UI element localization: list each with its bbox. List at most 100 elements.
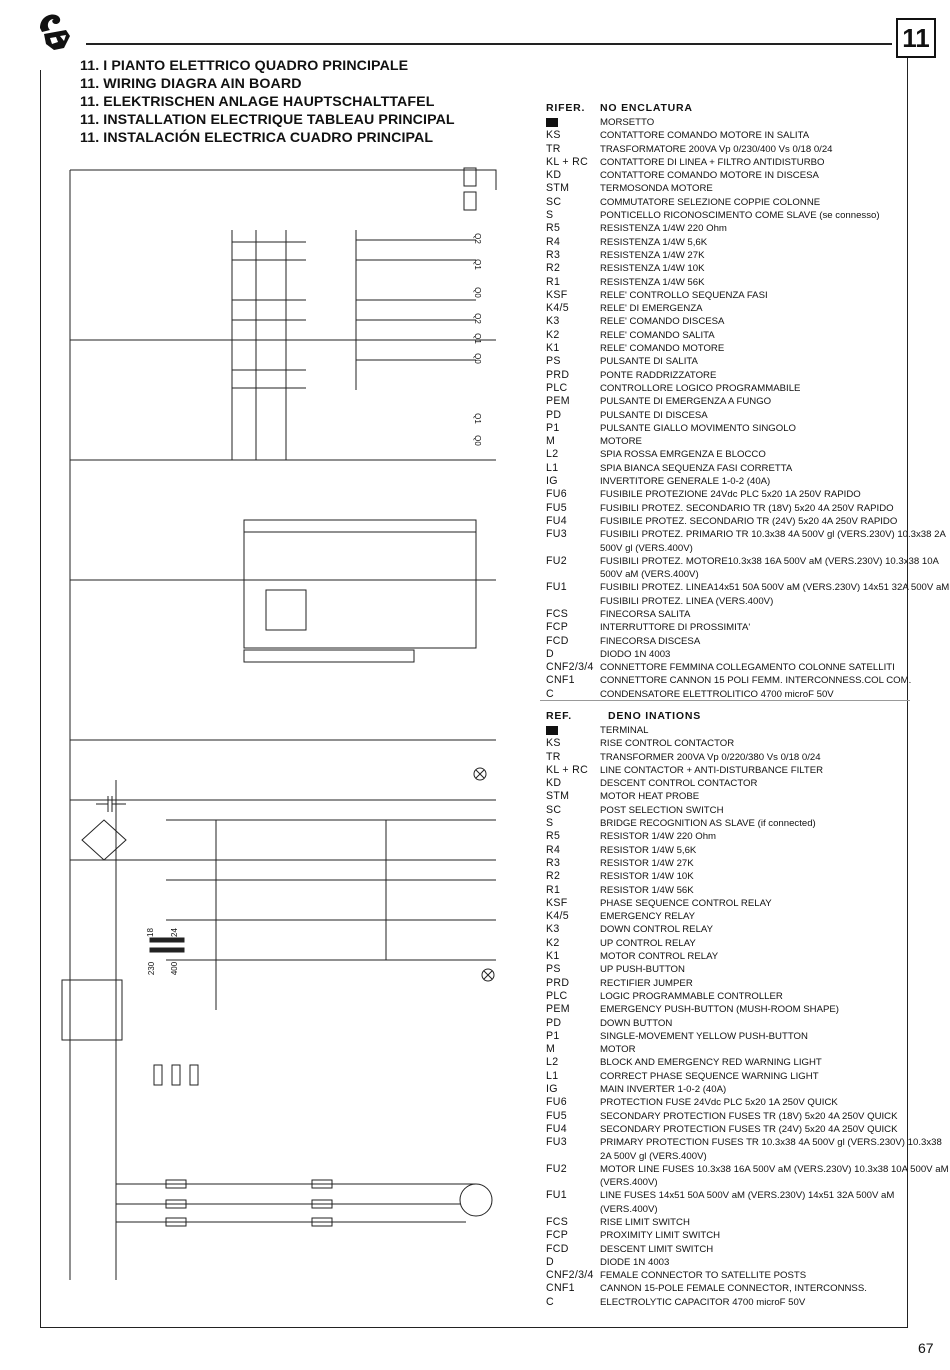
legend-code: PEM: [546, 395, 570, 408]
legend-description: RESISTENZA 1/4W 5,6K: [600, 236, 708, 248]
legend-description: PONTE RADDRIZZATORE: [600, 369, 717, 381]
plc-module: [243, 519, 477, 663]
legend-code: L2: [546, 448, 559, 461]
legend-description: PRIMARY PROTECTION FUSES TR 10.3x38 4A 5…: [600, 1137, 942, 1162]
legend-code: SC: [546, 195, 562, 208]
legend-code: FU1: [546, 581, 567, 594]
legend-code: KSF: [546, 288, 568, 301]
legend-code: FU6: [546, 488, 567, 501]
legend-description: PHASE SEQUENCE CONTROL RELAY: [600, 897, 772, 909]
plc-output-label: Q0: [472, 353, 482, 364]
legend-code: P1: [546, 1029, 560, 1042]
legend-code: FU2: [546, 1162, 567, 1175]
legend-description: RELE' CONTROLLO SEQUENZA FASI: [600, 289, 768, 301]
legend-row: FCS RISE LIMIT SWITCH: [546, 1216, 946, 1229]
legend-code: K1: [546, 950, 560, 963]
legend-description: RESISTOR 1/4W 5,6K: [600, 844, 697, 856]
legend-code: KS: [546, 737, 561, 750]
legend-code: R3: [546, 856, 561, 869]
legend-description: CONNETTORE FEMMINA COLLEGAMENTO COLONNE …: [600, 662, 895, 674]
legend-description: SINGLE-MOVEMENT YELLOW PUSH-BUTTON: [600, 1030, 808, 1042]
legend-description: RISE LIMIT SWITCH: [600, 1216, 690, 1228]
legend-description: MOTOR HEAT PROBE: [600, 791, 700, 803]
legend-code: D: [546, 647, 554, 660]
legend-description: CONTATTORE COMANDO MOTORE IN SALITA: [600, 130, 810, 142]
legend-code: K1: [546, 342, 560, 355]
legend-code: PLC: [546, 381, 568, 394]
legend-description: FUSIBILI PROTEZ. MOTORE10.3x38 16A 500V …: [600, 555, 939, 581]
legend-description: FINECORSA DISCESA: [600, 635, 701, 647]
legend-description: PROTECTION FUSE 24Vdc PLC 5x20 1A 250V Q…: [600, 1097, 838, 1109]
legend-code: FU6: [546, 1096, 567, 1109]
legend-code: [546, 116, 600, 129]
legend-code: K2: [546, 328, 560, 341]
legend-description: PULSANTE GIALLO MOVIMENTO SINGOLO: [600, 422, 797, 434]
legend-header-code: REF.: [546, 710, 572, 722]
legend-code: L1: [546, 461, 559, 474]
legend-code: K4/5: [546, 910, 569, 923]
page-number: 67: [918, 1340, 934, 1356]
legend-description: FUSIBILI PROTEZ. SECONDARIO TR (18V) 5x2…: [600, 502, 894, 514]
legend-code: C: [546, 1295, 554, 1308]
legend-code: FCS: [546, 1215, 569, 1228]
legend-description: RESISTENZA 1/4W 56K: [600, 276, 705, 288]
page-frame-left: [40, 70, 41, 1328]
legend-row: FCS FINECORSA SALITA: [546, 608, 946, 621]
legend-description: FEMALE CONNECTOR TO SATELLITE POSTS: [600, 1270, 807, 1282]
legend-code: R4: [546, 235, 561, 248]
legend-code: PRD: [546, 368, 570, 381]
legend-description: RISE CONTROL CONTACTOR: [600, 738, 735, 750]
legend-code: M: [546, 1043, 556, 1056]
legend-code: TR: [546, 142, 561, 155]
legend-code: FCS: [546, 607, 569, 620]
legend-description: ELECTROLYTIC CAPACITOR 4700 microF 50V: [600, 1296, 806, 1308]
legend-code: CNF2/3/4: [546, 1269, 594, 1282]
legend-description: RELE' COMANDO DISCESA: [600, 316, 725, 328]
legend-code: D: [546, 1255, 554, 1268]
legend-description: TERMINAL: [600, 725, 649, 736]
legend-description: PROXIMITY LIMIT SWITCH: [600, 1230, 721, 1242]
legend-description: FINECORSA SALITA: [600, 608, 691, 620]
legend-header: REF. DENO INATIONS: [546, 710, 946, 724]
legend-code: FU1: [546, 1189, 567, 1202]
legend-row: KS RISE CONTROL CONTACTOR: [546, 737, 946, 750]
legend-description: MOTOR: [600, 1044, 636, 1056]
legend-code: FU4: [546, 514, 567, 527]
legend-description: EMERGENCY PUSH-BUTTON (MUSH-ROOM SHAPE): [600, 1004, 839, 1016]
legend-description: SPIA BIANCA SEQUENZA FASI CORRETTA: [600, 462, 793, 474]
title-es: 11. INSTALACIÓN ELECTRICA CUADRO PRINCIP…: [80, 130, 434, 146]
legend-description: RESISTOR 1/4W 10K: [600, 871, 694, 883]
